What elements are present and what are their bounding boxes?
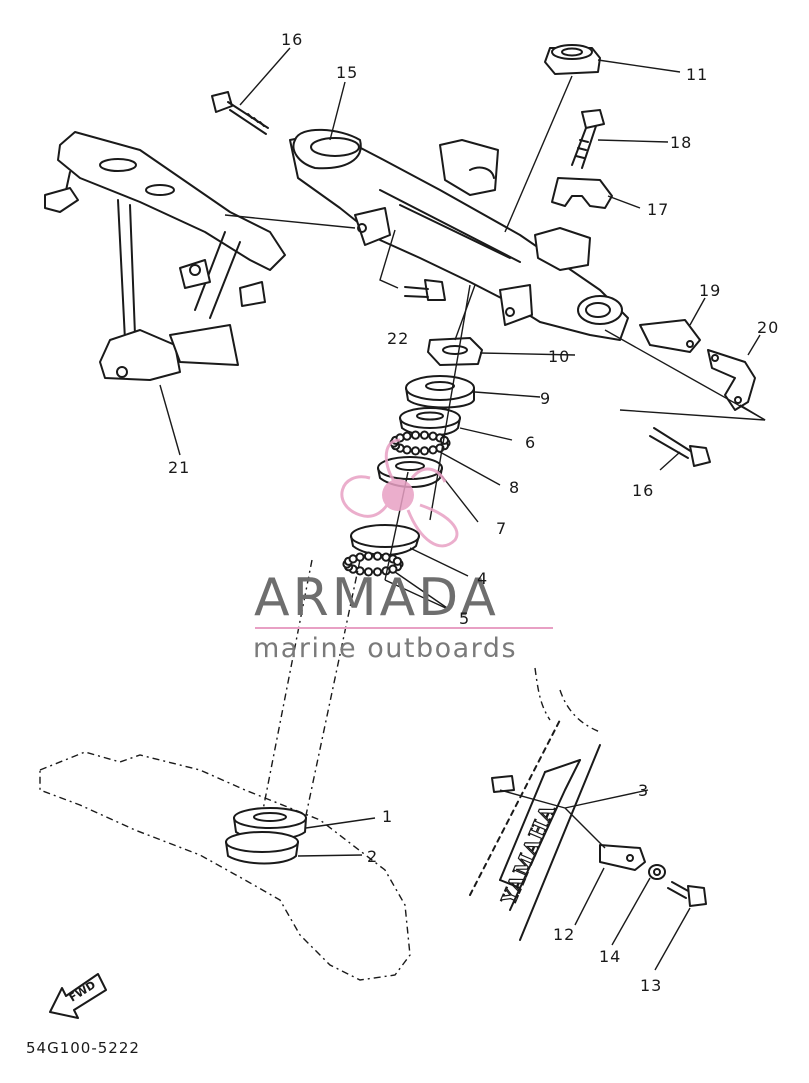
- ball-race-2: [225, 831, 299, 865]
- callout-12: 12: [553, 925, 575, 944]
- callout-7: 7: [496, 519, 507, 538]
- callout-2: 2: [367, 847, 378, 866]
- bearing-cover-6: [399, 407, 461, 437]
- callout-22: 22: [387, 329, 409, 348]
- part-code: 54G100-5222: [26, 1039, 140, 1057]
- fwd-arrow: FWD: [49, 973, 107, 1019]
- cap-nut: [544, 44, 601, 75]
- bolt-16-lower: [649, 427, 711, 467]
- callout-9: 9: [540, 389, 551, 408]
- bearing-ball: [419, 430, 430, 440]
- callout-3: 3: [638, 781, 649, 800]
- callout-10: 10: [548, 347, 570, 366]
- callout-20: 20: [757, 318, 779, 337]
- watermark-title: ARMADA: [254, 568, 499, 628]
- headlight-bracket: [44, 131, 286, 381]
- ball-race-7: [377, 456, 443, 488]
- bolt-22: [404, 279, 446, 301]
- callout-21: 21: [168, 458, 190, 477]
- watermark-logo: [340, 438, 459, 548]
- bearing-ball: [372, 551, 383, 561]
- callout-14: 14: [599, 947, 621, 966]
- callout-6: 6: [525, 433, 536, 452]
- bearing-ball: [355, 552, 365, 562]
- leader-lines: [159, 47, 766, 971]
- ball-race-4: [350, 524, 420, 556]
- callout-16b: 16: [632, 481, 654, 500]
- watermark-subtitle: marine outboards: [253, 633, 517, 664]
- callout-15: 15: [336, 63, 358, 82]
- clamp-17: [551, 177, 613, 209]
- callout-4: 4: [477, 569, 488, 588]
- bracket-20: [707, 349, 756, 411]
- callout-numbers: 16 15 11 18 17 19 20 22 10 9 6 16 8 21 7…: [168, 30, 779, 995]
- bolt-16-upper: [211, 91, 269, 135]
- callout-13: 13: [640, 976, 662, 995]
- bolt-18: [571, 109, 605, 169]
- under-bracket: [39, 751, 411, 981]
- callout-16a: 16: [281, 30, 303, 49]
- clamp-12: [599, 844, 646, 871]
- brand-mark: YAMAHA: [496, 800, 560, 908]
- steering-stem: [261, 559, 361, 821]
- washer-14: [648, 864, 666, 880]
- callout-19: 19: [699, 281, 721, 300]
- callout-17: 17: [647, 200, 669, 219]
- callout-8: 8: [509, 478, 520, 497]
- callout-5: 5: [459, 609, 470, 628]
- bearing-ball: [410, 446, 421, 456]
- ball-race-upper-8: [389, 430, 451, 456]
- callout-1: 1: [382, 807, 393, 826]
- bearing-ball: [410, 430, 421, 440]
- washer-9: [405, 375, 475, 409]
- bearing-ball: [428, 445, 438, 455]
- callout-18: 18: [670, 133, 692, 152]
- bearing-ball: [419, 446, 430, 456]
- ring-nut: [427, 337, 483, 366]
- bolt-13: [667, 881, 707, 907]
- clamp-19: [639, 319, 701, 353]
- callout-11: 11: [686, 65, 708, 84]
- bearing-ball: [363, 567, 374, 577]
- bearing-ball: [402, 431, 412, 441]
- bearing-ball: [363, 551, 374, 561]
- bearing-ball: [392, 556, 402, 566]
- handle-crown: [289, 128, 629, 341]
- bearing-ball: [372, 567, 383, 577]
